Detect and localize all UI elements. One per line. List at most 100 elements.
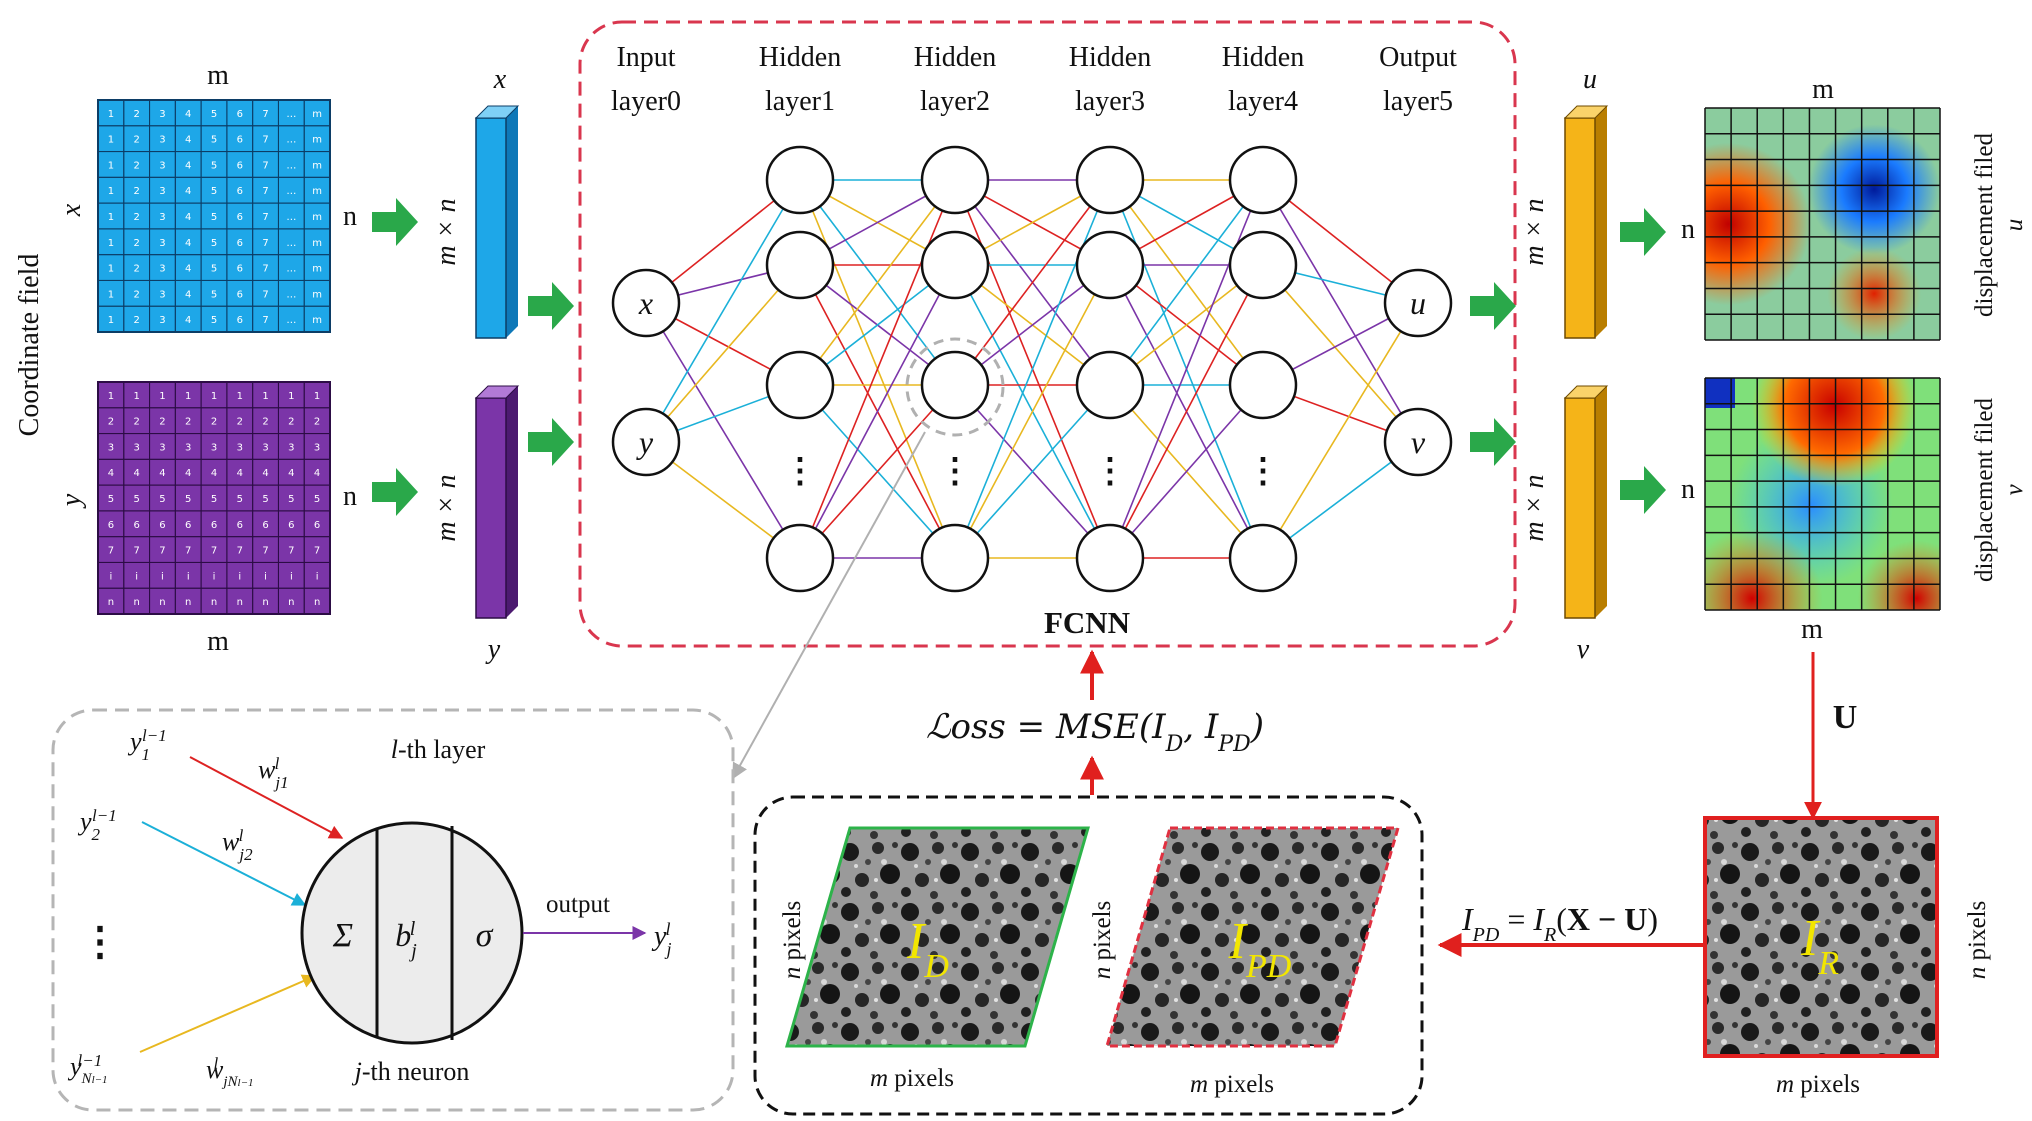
neuron-node: [611, 268, 681, 338]
u-field-top-label: m: [1812, 74, 1834, 105]
x-grid-value: m: [312, 135, 322, 146]
y-grid-value: 3: [288, 442, 294, 453]
x-grid-value: 6: [237, 264, 243, 275]
y-grid-value: 1: [314, 391, 320, 402]
y-grid-value: 5: [288, 494, 294, 505]
network-edge: [1109, 179, 1264, 386]
y-grid-value: 1: [211, 391, 217, 402]
IR-label: IR: [1800, 910, 1839, 982]
neuron-node: [1228, 145, 1298, 215]
v-field-side-label: n: [1681, 474, 1695, 505]
x-grid-value: m: [312, 264, 322, 275]
x-grid-value: …: [286, 212, 296, 223]
y-grid-value: 5: [108, 494, 114, 505]
coordinate-field-title: Coordinate field: [14, 254, 45, 437]
neuron-node: [765, 523, 835, 593]
layer-header-line2: layer4: [1228, 86, 1298, 117]
ID-n-pixels: n pixels: [779, 901, 806, 979]
layer-header-line2: layer5: [1383, 86, 1453, 117]
x-grid-value: 7: [262, 238, 268, 249]
y-grid-value: 7: [288, 546, 294, 557]
x-grid-value: 7: [262, 315, 268, 326]
neuron-node: [1075, 230, 1145, 300]
y-grid-value: n: [288, 597, 294, 608]
IR-n-pixels: n pixels: [1964, 901, 1991, 979]
x-grid-value: 4: [185, 238, 191, 249]
IPD-m-pixels: m pixels: [1190, 1071, 1274, 1098]
neuron-node: [611, 407, 681, 477]
y-grid-value: 2: [262, 417, 268, 428]
displacement-field-u: m n displacement filed u: [1681, 74, 2028, 341]
x-grid-value: 7: [262, 264, 268, 275]
y-grid-value: n: [314, 597, 320, 608]
ellipsis: ⋮: [783, 453, 817, 490]
y-grid-value: n: [185, 597, 191, 608]
y-grid-value: i: [213, 571, 216, 582]
x-grid-value: …: [286, 289, 296, 300]
y-vector-dim: m × n: [431, 474, 462, 541]
x-grid-value: …: [286, 109, 296, 120]
x-grid-value: 7: [262, 160, 268, 171]
y-grid-value: 4: [133, 468, 139, 479]
layer-header-line2: layer3: [1075, 86, 1145, 117]
y-grid-value: 3: [133, 442, 139, 453]
v-field-grid: [1704, 377, 1941, 611]
network-edge: [799, 179, 956, 386]
x-grid-value: 5: [211, 186, 217, 197]
input-yN: yNl−1l−1: [67, 1051, 108, 1088]
weight-w2: wj2l: [222, 826, 253, 864]
y-grid-value: 4: [108, 468, 114, 479]
displacement-field-v: n m displacement filed v: [1681, 377, 2028, 645]
layer-header-line1: Output: [1379, 42, 1457, 73]
x-grid-value: 5: [211, 289, 217, 300]
x-grid-value: m: [312, 212, 322, 223]
y-grid-value: 5: [211, 494, 217, 505]
x-grid-value: m: [312, 160, 322, 171]
x-grid-var-label: x: [56, 203, 87, 217]
x-grid-value: 1: [108, 212, 114, 223]
y-grid-value: 6: [288, 520, 294, 531]
neuron-node: [920, 523, 990, 593]
x-grid-value: 7: [262, 109, 268, 120]
neuron-node: [1383, 268, 1453, 338]
x-grid-value: 6: [237, 109, 243, 120]
ID-label: ID: [906, 913, 949, 985]
y-grid-value: 4: [314, 468, 320, 479]
grid-cell: [303, 587, 331, 615]
x-grid-value: 6: [237, 160, 243, 171]
y-grid-value: 1: [288, 391, 294, 402]
x-grid-value: 2: [133, 264, 139, 275]
grid-cell: [303, 305, 331, 333]
x-grid-value: 5: [211, 238, 217, 249]
x-grid-value: 4: [185, 135, 191, 146]
x-grid-value: …: [286, 135, 296, 146]
neuron-node: [1228, 350, 1298, 420]
y-grid-value: 4: [262, 468, 268, 479]
neuron-node: [1228, 230, 1298, 300]
y-grid-value: 2: [237, 417, 243, 428]
IR-m-pixels: m pixels: [1776, 1071, 1860, 1098]
x-grid-value: 1: [108, 135, 114, 146]
x-grid-value: 4: [185, 212, 191, 223]
neuron-detail-box: [51, 708, 735, 1112]
x-grid-value: 4: [185, 289, 191, 300]
v-field-bottom-label: m: [1801, 614, 1823, 645]
x-grid-value: 5: [211, 160, 217, 171]
x-grid-value: 4: [185, 186, 191, 197]
x-grid-value: 3: [159, 109, 165, 120]
y-input-vector: m × n y: [431, 385, 520, 665]
vector-to-field-arrows: [1620, 208, 1666, 514]
x-grid-value: 2: [133, 186, 139, 197]
x-grid-value: 7: [262, 186, 268, 197]
image-pair-box: [753, 795, 1424, 1116]
y-grid-value: 6: [185, 520, 191, 531]
x-grid-value: 1: [108, 315, 114, 326]
y-grid-value: n: [262, 597, 268, 608]
y-grid-value: 5: [237, 494, 243, 505]
u-field-var: u: [2001, 219, 2028, 232]
x-grid-value: 6: [237, 135, 243, 146]
x-grid-value: 2: [133, 289, 139, 300]
u-vector-dim: m × n: [1519, 198, 1550, 265]
weight-wN: wjNl−1l: [206, 1054, 254, 1091]
